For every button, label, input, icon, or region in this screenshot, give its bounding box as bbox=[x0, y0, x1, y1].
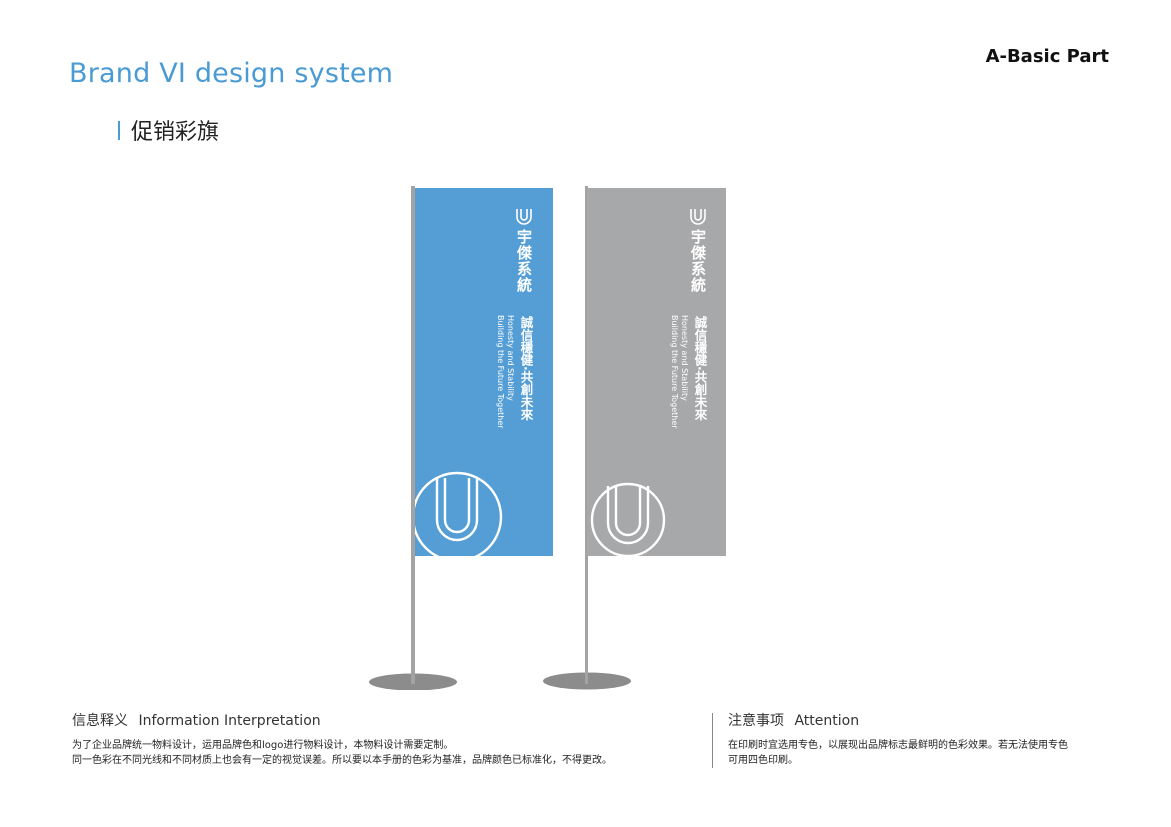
info-block: 信息释义 Information Interpretation 为了企业品牌统一… bbox=[72, 710, 692, 768]
info-text-line: 同一色彩在不同光线和不同材质上也会有一定的视觉误差。所以要以本手册的色彩为基准，… bbox=[72, 755, 612, 766]
flag-logo-ring bbox=[415, 471, 503, 556]
flag-slogan-en: Building the Future Together bbox=[496, 315, 505, 429]
flag-logo-u-inner bbox=[443, 478, 471, 534]
info-text-line: 为了企业品牌统一物料设计，运用品牌色和logo进行物料设计，本物料设计需要定制。 bbox=[72, 740, 454, 751]
flag-logo-u bbox=[606, 486, 650, 545]
flag-slogan-cn: 誠信穩健·共創未來 bbox=[519, 315, 534, 421]
divider bbox=[712, 713, 713, 768]
section-marker bbox=[118, 121, 120, 140]
flag-gray: 宇傑系統 誠信穩健·共創未來 Honesty and Stability Bui… bbox=[587, 188, 726, 556]
attention-heading-cn: 注意事项 bbox=[728, 713, 784, 729]
info-heading: 信息释义 Information Interpretation bbox=[72, 710, 692, 730]
flag-banner bbox=[587, 188, 726, 556]
flag-illustration: 宇傑系統 誠信穩健·共創未來 Honesty and Stability Bui… bbox=[369, 186, 726, 690]
flag-pole bbox=[411, 186, 415, 684]
flag-brand-name: 宇傑系統 bbox=[515, 228, 533, 293]
attention-heading: 注意事项 Attention bbox=[728, 710, 1118, 730]
flag-logo-u bbox=[435, 478, 479, 542]
attention-text-line: 在印刷时宜选用专色，以展现出品牌标志最鲜明的色彩效果。若无法使用专色 bbox=[728, 740, 1068, 751]
flag-logo-u-inner bbox=[614, 486, 642, 537]
flag-blue: 宇傑系統 誠信穩健·共創未來 Honesty and Stability Bui… bbox=[415, 188, 553, 556]
flag-logo-ring bbox=[590, 482, 666, 556]
part-label: A-Basic Part bbox=[985, 46, 1109, 67]
brand-title: Brand VI design system bbox=[69, 58, 394, 89]
attention-heading-en: Attention bbox=[794, 713, 860, 729]
flag-slogan-en: Honesty and Stability bbox=[680, 315, 689, 401]
small-logo-icon bbox=[690, 209, 706, 225]
flag-slogan-en: Honesty and Stability bbox=[506, 315, 515, 401]
flag-pole bbox=[585, 186, 588, 684]
section-title: 促销彩旗 bbox=[131, 120, 220, 145]
flag-slogan-cn: 誠信穩健·共創未來 bbox=[693, 315, 708, 421]
info-heading-cn: 信息释义 bbox=[72, 713, 128, 729]
attention-block: 注意事项 Attention 在印刷时宜选用专色，以展现出品牌标志最鲜明的色彩效… bbox=[728, 710, 1118, 768]
info-heading-en: Information Interpretation bbox=[138, 713, 321, 729]
attention-text-line: 可用四色印刷。 bbox=[728, 755, 798, 766]
flag-brand-name: 宇傑系統 bbox=[689, 228, 707, 293]
flag-slogan-en: Building the Future Together bbox=[670, 315, 679, 429]
small-logo-icon bbox=[516, 209, 532, 225]
